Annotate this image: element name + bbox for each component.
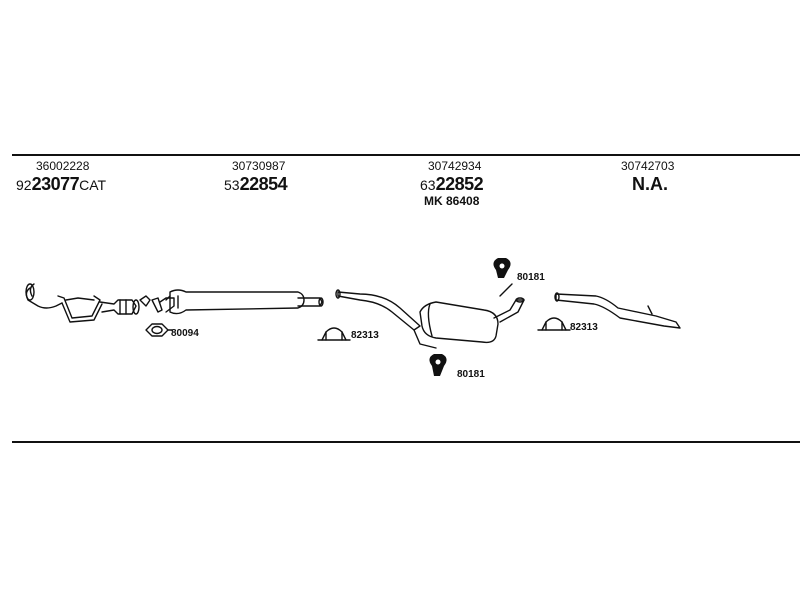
- bottom-divider: [12, 441, 800, 443]
- part-number-catalyst: 9223077CAT: [16, 174, 106, 195]
- clamp-icon-right: [537, 317, 571, 331]
- oe-number-catalyst: 36002228: [36, 159, 90, 173]
- label-gasket: 80094: [171, 328, 199, 339]
- part-suffix: CAT: [79, 177, 107, 193]
- mounting-kit-number: MK 86408: [424, 194, 480, 208]
- oe-number-rear-silencer: 30742934: [428, 159, 482, 173]
- part-main: 22854: [239, 174, 288, 194]
- part-prefix: 92: [16, 177, 32, 193]
- gasket-icon: [145, 323, 173, 337]
- part-number-front-pipe: 5322854: [224, 174, 288, 195]
- label-clamp-right: 82313: [570, 322, 598, 333]
- oe-number-tail-pipe: 30742703: [621, 159, 675, 173]
- part-main: 22852: [435, 174, 484, 194]
- part-prefix: 63: [420, 177, 436, 193]
- top-divider: [12, 154, 800, 156]
- clamp-icon: [317, 327, 351, 341]
- part-main: 23077: [31, 174, 80, 194]
- rear-silencer: [335, 289, 525, 349]
- oe-number-front-pipe: 30730987: [232, 159, 286, 173]
- part-number-tail-pipe: N.A.: [632, 174, 668, 194]
- label-clamp-mid: 82313: [351, 330, 379, 341]
- hanger-icon-top: [493, 258, 511, 278]
- tail-pipe: [499, 283, 681, 329]
- part-number-rear-silencer: 6322852: [420, 174, 484, 195]
- part-prefix: 53: [224, 177, 240, 193]
- label-hanger-bottom: 80181: [457, 369, 485, 380]
- catalytic-converter: [25, 283, 140, 323]
- label-hanger-top: 80181: [517, 272, 545, 283]
- hanger-icon-bottom: [429, 354, 447, 376]
- front-pipe: [139, 289, 324, 315]
